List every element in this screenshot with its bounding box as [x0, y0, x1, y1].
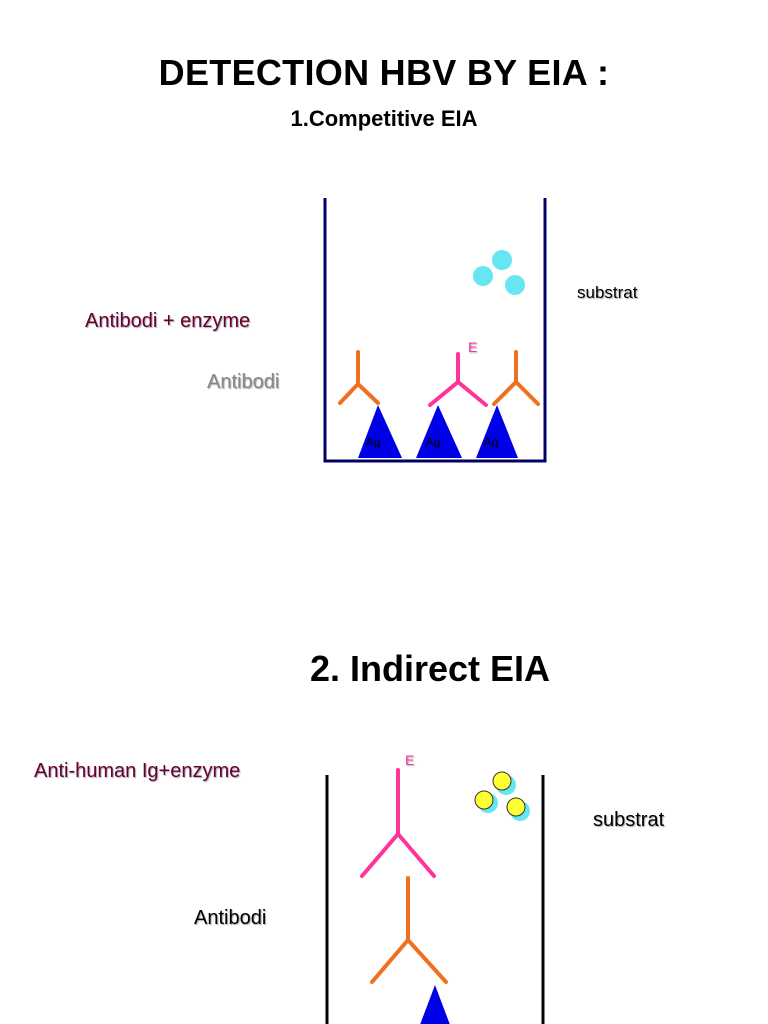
svg-text:Ag: Ag: [426, 435, 441, 449]
substrate-particles-2: [475, 772, 530, 821]
antibody-orange-3: [372, 878, 446, 982]
antigen-1: Ag: [358, 405, 402, 458]
svg-text:Ag: Ag: [484, 435, 499, 449]
enzyme-marker-1: E: [468, 339, 477, 355]
antibody-orange-2: [494, 352, 538, 404]
substrate-particles-1: [473, 250, 525, 295]
antibody-orange-1: [340, 352, 378, 403]
svg-text:Ag: Ag: [366, 435, 381, 449]
antigen-3: Ag: [476, 405, 518, 458]
antibody-enzyme-1: [430, 354, 486, 405]
enzyme-marker-2: E: [405, 752, 414, 768]
antigen-4: [418, 985, 452, 1024]
antigen-2: Ag: [416, 405, 462, 458]
anti-human-ig-enzyme: [362, 770, 434, 876]
